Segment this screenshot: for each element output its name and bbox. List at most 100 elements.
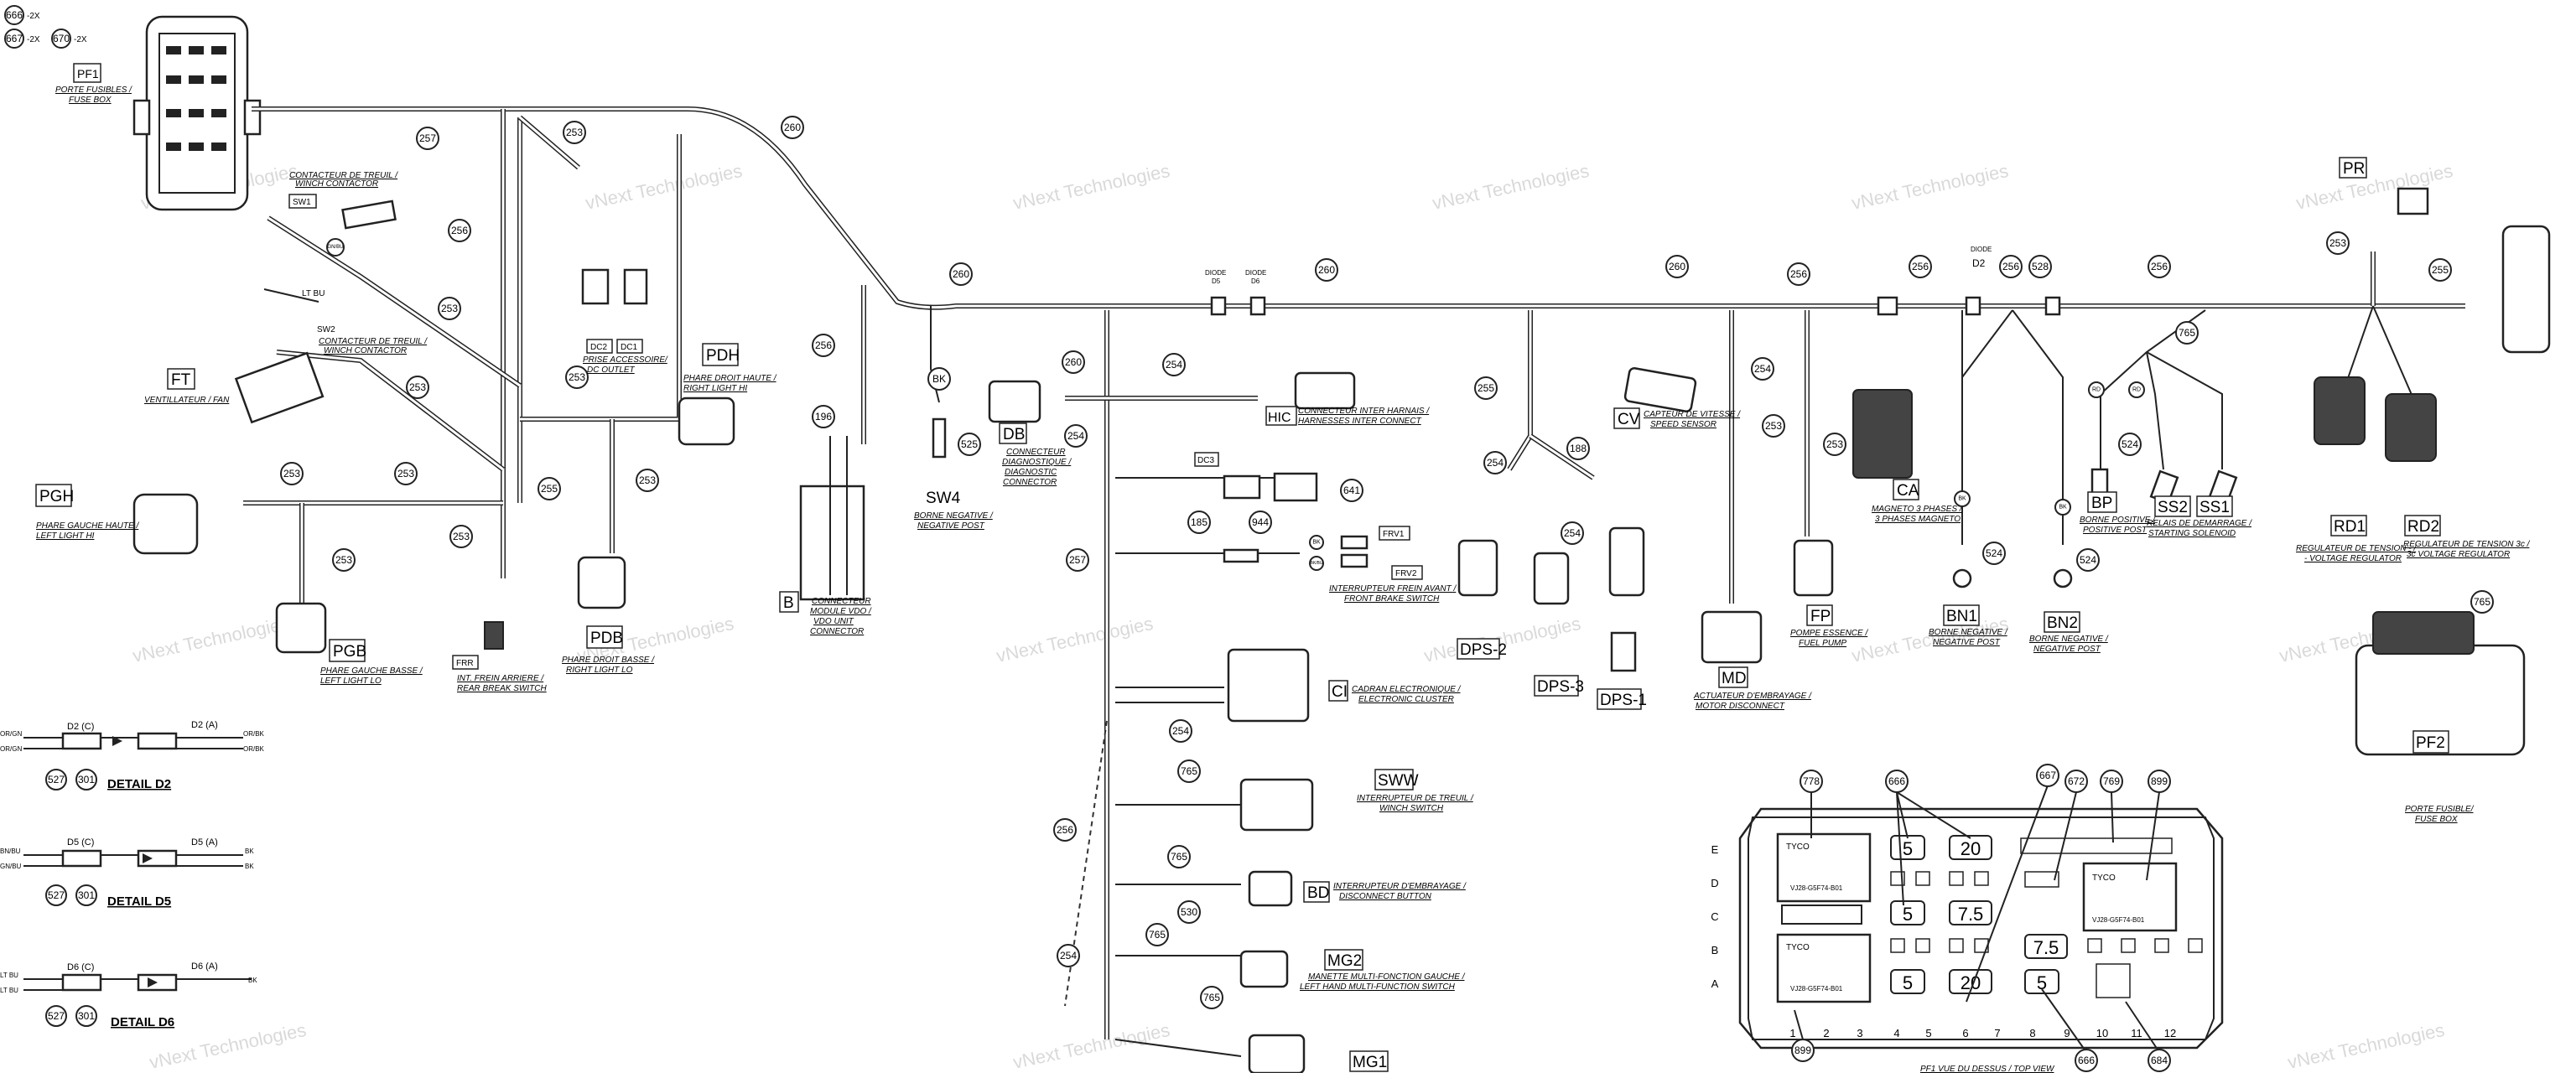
row-label: E bbox=[1711, 843, 1719, 856]
bubble-255: 255 bbox=[538, 477, 561, 500]
pf1-code: PF1 bbox=[77, 67, 99, 80]
sww-label-fr: INTERRUPTEUR DE TREUIL / bbox=[1357, 794, 1474, 803]
frv2-terminal[interactable] bbox=[1340, 553, 1368, 568]
svg-text:641: 641 bbox=[1343, 485, 1360, 496]
md-connector[interactable] bbox=[1701, 610, 1763, 664]
ss1-code: SS1 bbox=[2199, 499, 2230, 516]
hic-connector[interactable] bbox=[1294, 371, 1356, 410]
db-label-en1: DIAGNOSTIC bbox=[1005, 468, 1057, 477]
rd2-label-en: 3c VOLTAGE REGULATOR bbox=[2407, 550, 2510, 559]
b-code: B bbox=[783, 594, 794, 612]
svg-text:OR/GN: OR/GN bbox=[0, 730, 22, 738]
pf1-fuse-box[interactable] bbox=[132, 15, 262, 211]
rd1-connector[interactable] bbox=[2314, 376, 2366, 445]
svg-text:899: 899 bbox=[1794, 1044, 1811, 1056]
diode-d6 bbox=[1249, 296, 1266, 316]
svg-text:765: 765 bbox=[2179, 327, 2195, 339]
pdh-label-en: RIGHT LIGHT HI bbox=[683, 384, 747, 393]
fuse-value: 5 bbox=[2037, 972, 2047, 993]
svg-text:257: 257 bbox=[419, 132, 436, 144]
frv1-terminal[interactable] bbox=[1340, 535, 1368, 550]
sw2-connector[interactable] bbox=[263, 288, 319, 303]
bp-label-en: POSITIVE POST bbox=[2083, 526, 2148, 535]
bubble-765: 765 bbox=[1177, 759, 1201, 783]
bubble-253: 253 bbox=[1823, 433, 1846, 456]
cv-connector[interactable] bbox=[1623, 367, 1697, 412]
dps-2-connector[interactable] bbox=[1457, 539, 1498, 597]
top-left-quantities: 666 -2X 667 -2X 670 -2X bbox=[4, 5, 87, 49]
relay-tyco-label: TYCO bbox=[2092, 873, 2116, 883]
svg-text:GN/BU: GN/BU bbox=[0, 863, 22, 870]
pgb-label-fr: PHARE GAUCHE BASSE / bbox=[320, 666, 423, 676]
svg-text:253: 253 bbox=[2329, 237, 2346, 249]
component-labels: SW1 CONTACTEUR DE TREUIL / WINCH CONTACT… bbox=[35, 157, 2531, 1072]
bn2-label-fr: BORNE NEGATIVE / bbox=[2029, 635, 2109, 644]
dc1-connector[interactable] bbox=[623, 268, 648, 305]
pf1-top-view[interactable]: TYCO VJ28-G5F74-B01 TYCO VJ28-G5F74-B01 … bbox=[1711, 807, 2224, 1073]
bn1-terminal[interactable] bbox=[1952, 568, 1972, 588]
pgb-connector[interactable] bbox=[275, 602, 327, 654]
detail-d2-title: DETAIL D2 bbox=[107, 777, 171, 791]
pgh-connector[interactable] bbox=[132, 493, 199, 555]
rd2-connector[interactable] bbox=[2385, 393, 2437, 462]
ca-label-en: 3 PHASES MAGNETO bbox=[1875, 515, 1961, 524]
db-connector[interactable] bbox=[988, 380, 1041, 423]
mg2-connector[interactable] bbox=[1239, 950, 1289, 988]
diode-d2 bbox=[1965, 296, 1981, 316]
sw4-connector[interactable] bbox=[932, 417, 947, 459]
hic-label-fr: CONNECTEUR INTER HARNAIS / bbox=[1298, 407, 1430, 416]
hic-label-en: HARNESSES INTER CONNECT bbox=[1298, 417, 1422, 426]
bubble-257: 257 bbox=[1066, 548, 1089, 572]
frr-connector[interactable] bbox=[484, 621, 504, 650]
sw2-code: SW2 bbox=[317, 325, 335, 334]
ft-label: VENTILLATEUR / FAN bbox=[144, 396, 230, 405]
watermark: vNext Technologies bbox=[1011, 1019, 1171, 1073]
fuse-value: 7.5 bbox=[2033, 937, 2059, 958]
pdb-label-en: RIGHT LIGHT LO bbox=[566, 666, 633, 675]
bn2-terminal[interactable] bbox=[2053, 568, 2073, 588]
ca-connector[interactable] bbox=[1852, 389, 1913, 479]
splice bbox=[2044, 296, 2061, 316]
signal-lines bbox=[930, 305, 2416, 1057]
main-harness-connector[interactable] bbox=[2501, 225, 2551, 354]
dc3-mate-connector[interactable] bbox=[1273, 472, 1318, 502]
fp-code: FP bbox=[1810, 608, 1831, 625]
bd-connector[interactable] bbox=[1248, 870, 1293, 907]
svg-text:672: 672 bbox=[2068, 775, 2085, 787]
qty-label: -2X bbox=[27, 12, 40, 21]
mg1-code: MG1 bbox=[1353, 1054, 1387, 1071]
watermark: vNext Technologies bbox=[1011, 160, 1171, 214]
ca-label-fr: MAGNETO 3 PHASES / bbox=[1872, 505, 1963, 514]
fp-connector[interactable] bbox=[1793, 539, 1834, 597]
wire-number-bubbles: 257 253 260 256 253 253 253 253 253 253 … bbox=[280, 116, 2494, 1009]
sww-connector[interactable] bbox=[1239, 778, 1314, 832]
svg-text:944: 944 bbox=[1252, 516, 1269, 528]
bubble-256: 256 bbox=[1053, 818, 1077, 842]
col-label: 3 bbox=[1857, 1027, 1862, 1039]
bubble-666: 666 bbox=[4, 5, 24, 25]
b-connector[interactable] bbox=[799, 485, 865, 601]
dps-3-connector[interactable] bbox=[1533, 552, 1570, 605]
cv-label-fr: CAPTEUR DE VITESSE / bbox=[1644, 410, 1741, 419]
dps-1-terminal[interactable] bbox=[1610, 631, 1637, 672]
dc1-label-fr: PRISE ACCESSOIRE/ bbox=[583, 355, 668, 365]
pr-connector[interactable] bbox=[2397, 187, 2429, 215]
md-code: MD bbox=[1722, 670, 1747, 687]
rd1-label-en: - VOLTAGE REGULATOR bbox=[2304, 554, 2402, 563]
svg-text:256: 256 bbox=[1912, 261, 1929, 272]
dc2-connector[interactable] bbox=[581, 268, 610, 305]
diode-word: DIODE bbox=[1205, 269, 1226, 277]
mg1-connector[interactable] bbox=[1248, 1034, 1306, 1073]
dps-1-connector[interactable] bbox=[1608, 526, 1645, 597]
dc3-connector[interactable] bbox=[1223, 474, 1261, 500]
pdh-connector[interactable] bbox=[678, 397, 735, 446]
frv-connector[interactable] bbox=[1223, 548, 1259, 563]
svg-text:666: 666 bbox=[1888, 775, 1905, 787]
pdb-connector[interactable] bbox=[577, 556, 626, 609]
svg-text:765: 765 bbox=[1203, 992, 1220, 1003]
ft-connector[interactable] bbox=[234, 351, 325, 424]
svg-text:899: 899 bbox=[2151, 775, 2168, 787]
svg-text:255: 255 bbox=[2432, 264, 2449, 276]
sw1-connector[interactable] bbox=[341, 200, 397, 230]
ci-connector[interactable] bbox=[1227, 648, 1310, 723]
